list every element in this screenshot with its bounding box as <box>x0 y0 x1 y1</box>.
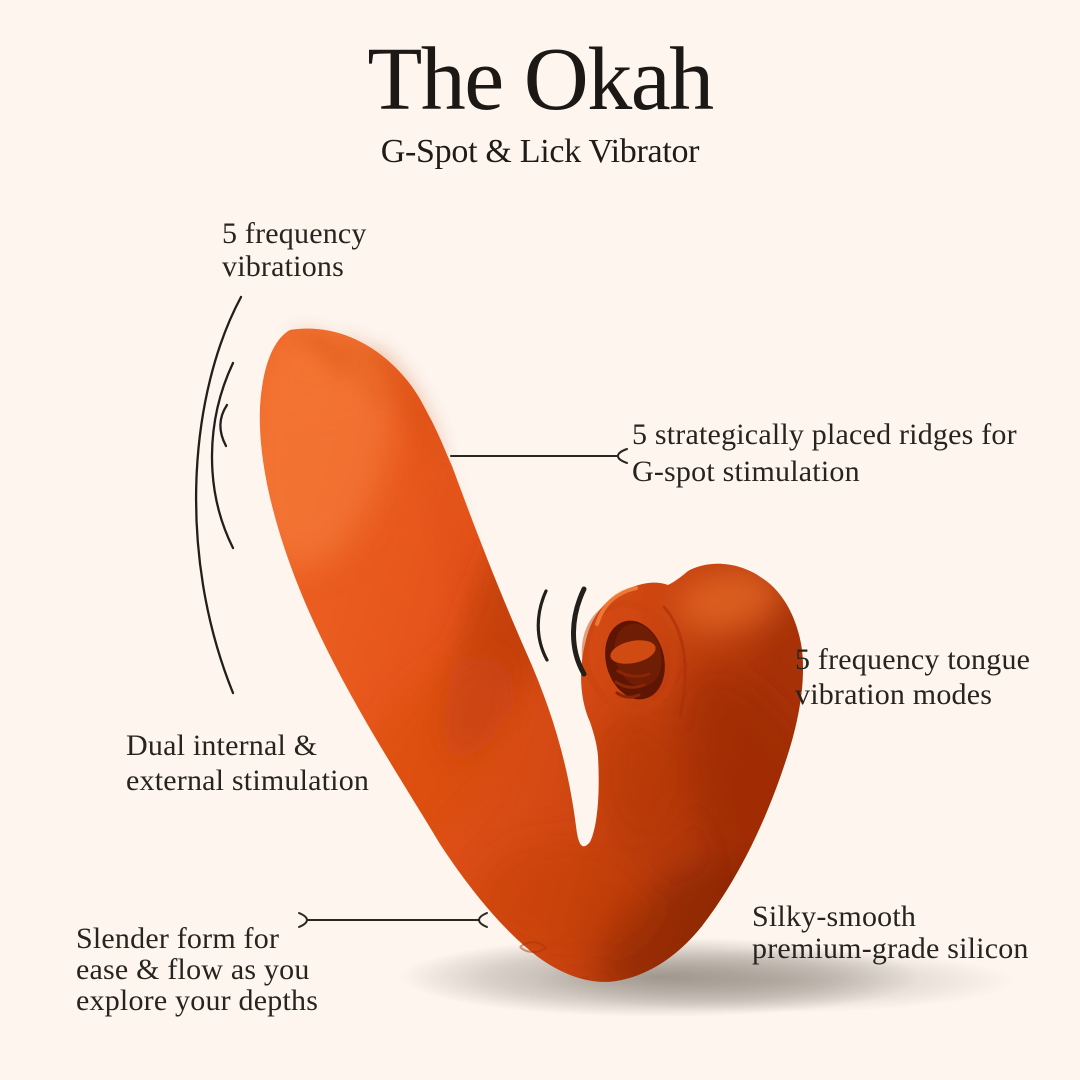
vibration-waves-gspot-icon <box>195 295 243 695</box>
page-subtitle: G-Spot & Lick Vibrator <box>380 132 700 170</box>
page-title: The Okah <box>367 30 714 129</box>
annotation-silky-silicon: Silky-smooth premium-grade silicon <box>752 900 1029 965</box>
header: The Okah G-Spot & Lick Vibrator <box>0 30 1080 170</box>
annotation-dual-stimulation: Dual internal & external stimulation <box>126 729 370 797</box>
annotation-frequency-vibrations: 5 frequency vibrations <box>222 217 367 283</box>
mouth-rim <box>581 600 679 714</box>
leader-line-ridges <box>450 448 628 464</box>
annotation-gspot-ridges: 5 strategically placed ridges for G-spot… <box>632 418 1017 488</box>
vibration-waves-tongue-icon <box>536 586 587 677</box>
mouth-crease <box>662 605 687 718</box>
mouth <box>581 586 687 718</box>
leader-line-slender <box>298 912 488 928</box>
tongue <box>610 640 656 664</box>
annotation-tongue-modes: 5 frequency tongue vibration modes <box>795 643 1031 711</box>
mouth-rim-highlight <box>595 586 638 626</box>
gspot-ridges <box>293 331 474 608</box>
tongue-ridges <box>614 669 651 699</box>
annotation-slender-form: Slender form for ease & flow as you expl… <box>76 922 319 1017</box>
product-shadow <box>400 937 1015 1017</box>
engraved-detail <box>519 941 548 953</box>
